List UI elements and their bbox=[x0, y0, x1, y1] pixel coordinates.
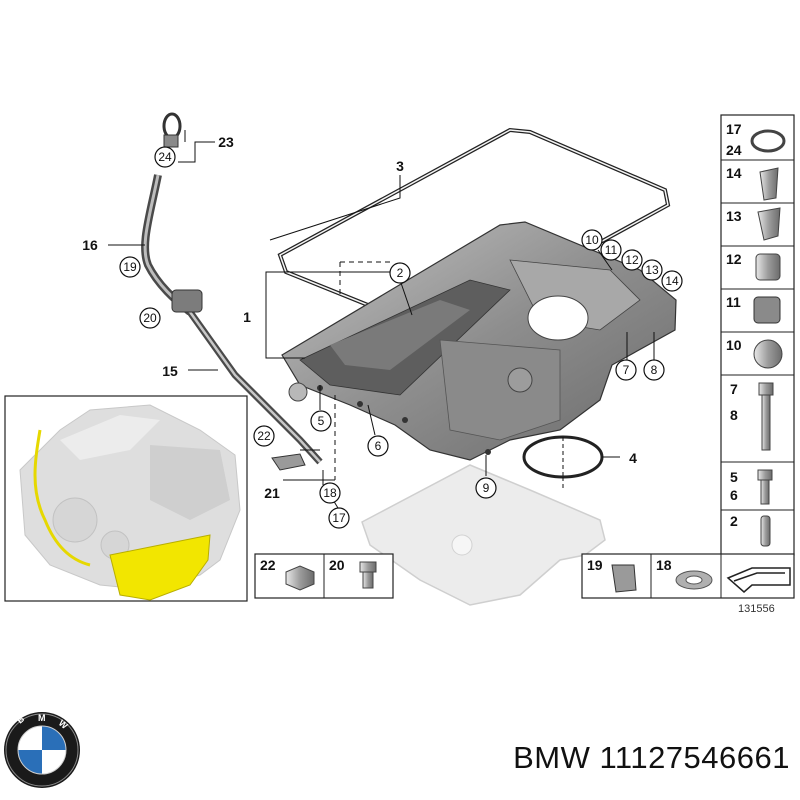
dipstick-assembly bbox=[141, 112, 323, 465]
small-parts-panel-left: 22 20 bbox=[254, 553, 394, 599]
panel-label-19: 19 bbox=[587, 557, 603, 573]
svg-text:M: M bbox=[38, 713, 46, 723]
callout-text: 17 bbox=[332, 511, 346, 525]
part-number-caption: BMW 11127546661 bbox=[513, 740, 790, 775]
bmw-logo: B M W bbox=[4, 712, 80, 788]
panel-label-22: 22 bbox=[260, 557, 276, 573]
diagram-reference-number: 131556 bbox=[738, 603, 775, 615]
panel-label-8: 8 bbox=[730, 407, 738, 423]
engine-location-inset bbox=[4, 395, 248, 602]
panel-label-10: 10 bbox=[726, 337, 742, 353]
callout-12: 12 bbox=[621, 249, 643, 271]
panel-label-20: 20 bbox=[329, 557, 345, 573]
oil-pan-highlight bbox=[109, 534, 211, 601]
panel-label-13: 13 bbox=[726, 208, 742, 224]
panel-label-17: 17 bbox=[726, 121, 742, 137]
callout-6: 6 bbox=[367, 435, 389, 457]
callout-4: 4 bbox=[629, 450, 637, 466]
callout-22: 22 bbox=[253, 425, 275, 447]
callout-20: 20 bbox=[139, 307, 161, 329]
callout-text: 22 bbox=[257, 429, 271, 443]
guide-icon bbox=[757, 207, 781, 241]
callout-text: 18 bbox=[323, 486, 337, 500]
o-ring-icon bbox=[750, 129, 786, 153]
callout-text: 12 bbox=[625, 253, 639, 267]
callout-1: 1 bbox=[243, 309, 251, 325]
callout-text: 23 bbox=[218, 134, 234, 150]
lower-cover-plate bbox=[361, 464, 606, 606]
oil-pan-gasket bbox=[277, 127, 671, 333]
panel-label-24: 24 bbox=[726, 142, 742, 158]
callout-7: 7 bbox=[615, 359, 637, 381]
drain-plug-icon bbox=[359, 561, 377, 589]
callout-text: 21 bbox=[264, 485, 280, 501]
callout-text: 6 bbox=[375, 439, 382, 453]
callout-11: 11 bbox=[600, 239, 622, 261]
callout-5: 5 bbox=[310, 410, 332, 432]
oil-pan bbox=[281, 221, 677, 461]
callout-23: 23 bbox=[218, 134, 234, 150]
callout-text: 7 bbox=[623, 363, 630, 377]
panel-label-2: 2 bbox=[730, 513, 738, 529]
callout-text: 8 bbox=[651, 363, 658, 377]
callout-text: 15 bbox=[162, 363, 178, 379]
side-parts-panel: 17 24 14 13 12 11 10 7 8 5 6 2 bbox=[720, 114, 795, 556]
view-direction-arrow-icon bbox=[726, 567, 791, 593]
callout-13: 13 bbox=[641, 259, 663, 281]
panel-label-12: 12 bbox=[726, 251, 742, 267]
callout-text: 20 bbox=[143, 311, 157, 325]
small-parts-panel-right: 19 18 bbox=[581, 553, 795, 599]
o-ring-4 bbox=[522, 435, 604, 479]
callout-19: 19 bbox=[119, 256, 141, 278]
callout-text: 2 bbox=[397, 266, 404, 280]
sleeve-icon bbox=[759, 167, 779, 201]
callout-21: 21 bbox=[264, 485, 280, 501]
panel-label-6: 6 bbox=[730, 487, 738, 503]
callout-16: 16 bbox=[82, 237, 98, 253]
callout-18: 18 bbox=[319, 482, 341, 504]
callout-9: 9 bbox=[475, 477, 497, 499]
callout-15: 15 bbox=[162, 363, 178, 379]
holder-icon bbox=[753, 296, 781, 324]
callout-text: 11 bbox=[605, 243, 618, 257]
clip-icon bbox=[611, 564, 637, 593]
bracket-21 bbox=[271, 453, 306, 471]
callout-3: 3 bbox=[396, 158, 404, 174]
callout-text: 14 bbox=[665, 274, 679, 288]
callout-text: 19 bbox=[123, 260, 137, 274]
callout-text: 3 bbox=[396, 158, 404, 174]
callout-text: 1 bbox=[243, 309, 251, 325]
callout-text: 24 bbox=[158, 150, 172, 164]
callout-17: 17 bbox=[328, 507, 350, 529]
nut-icon bbox=[285, 565, 315, 591]
callout-text: 9 bbox=[483, 481, 490, 495]
panel-label-11: 11 bbox=[726, 294, 741, 310]
long-bolt-icon bbox=[758, 382, 774, 451]
callout-8: 8 bbox=[643, 359, 665, 381]
callout-14: 14 bbox=[661, 270, 683, 292]
callout-2: 2 bbox=[389, 262, 411, 284]
callout-24: 24 bbox=[154, 146, 176, 168]
panel-label-18: 18 bbox=[656, 557, 672, 573]
svg-text:B: B bbox=[15, 713, 27, 725]
cap-icon bbox=[753, 339, 783, 369]
panel-label-14: 14 bbox=[726, 165, 742, 181]
callout-text: 13 bbox=[645, 263, 659, 277]
bolt-icon bbox=[757, 469, 773, 505]
callout-text: 16 bbox=[82, 237, 98, 253]
dowel-icon bbox=[760, 515, 771, 547]
panel-label-7: 7 bbox=[730, 381, 738, 397]
callout-text: 10 bbox=[585, 233, 599, 247]
panel-label-5: 5 bbox=[730, 469, 738, 485]
callout-text: 4 bbox=[629, 450, 637, 466]
callout-text: 5 bbox=[318, 414, 325, 428]
callout-10: 10 bbox=[581, 229, 603, 251]
bushing-icon bbox=[755, 253, 781, 281]
